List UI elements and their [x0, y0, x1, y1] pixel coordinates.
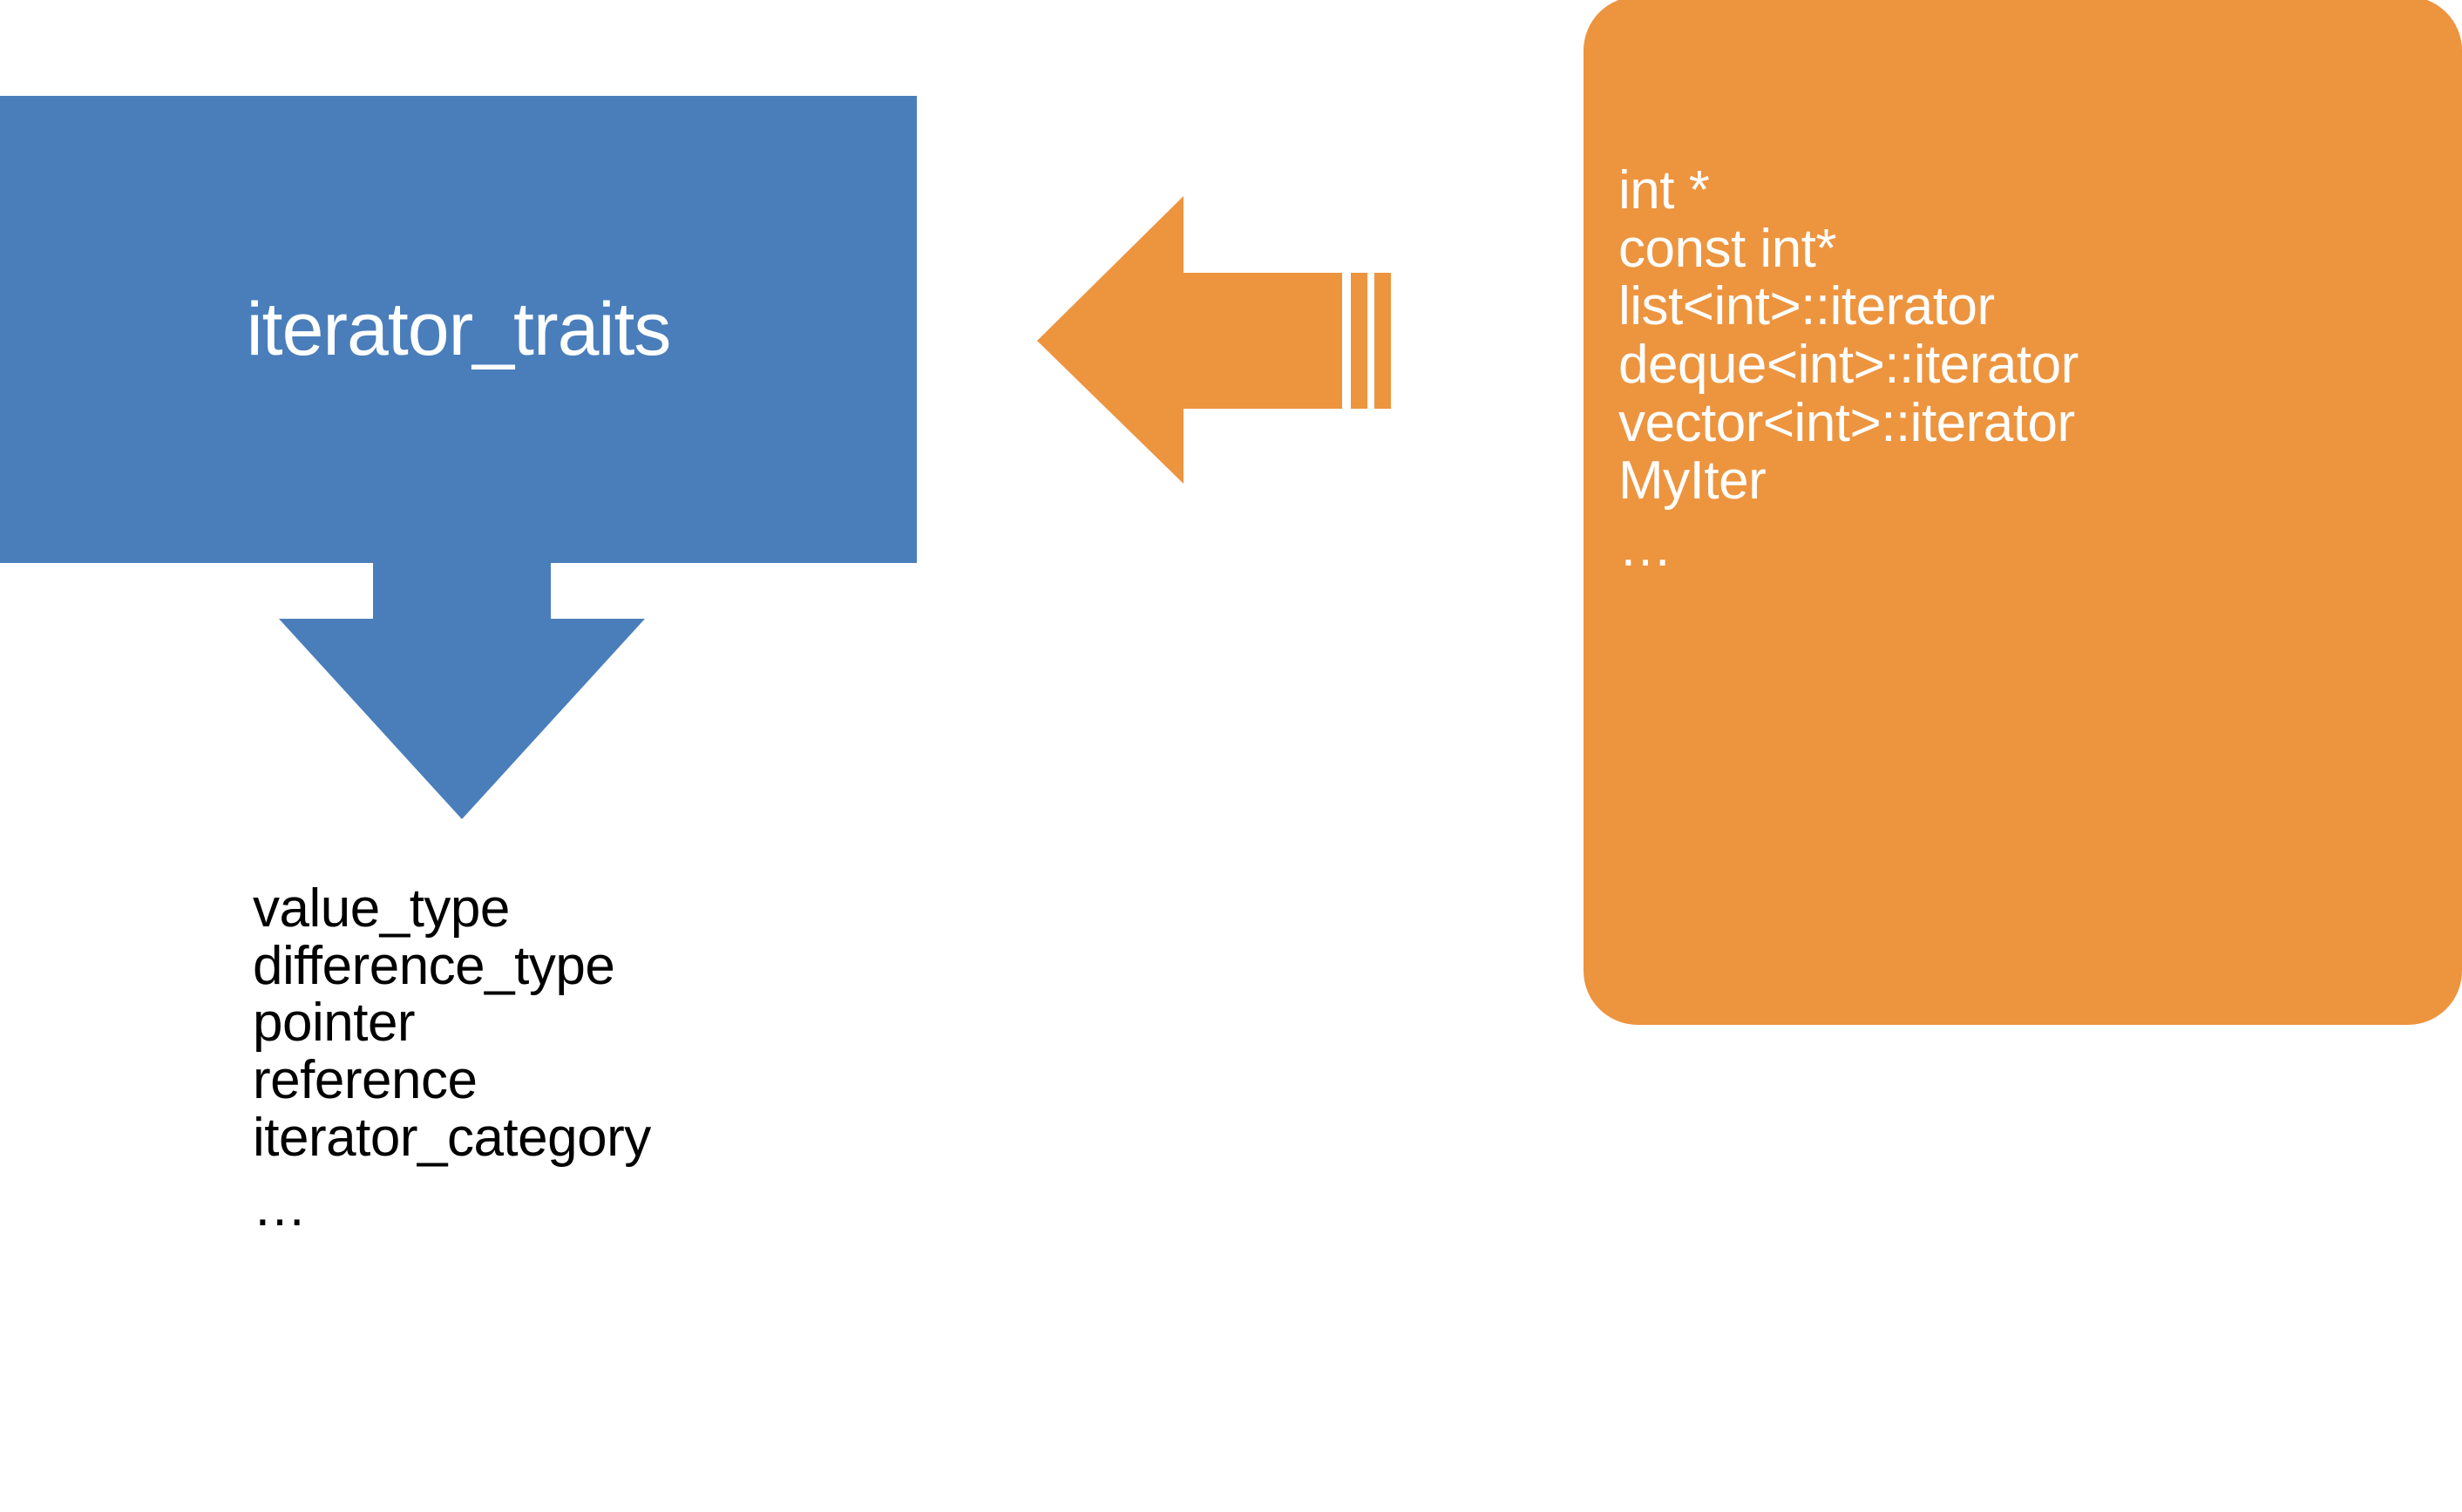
- list-item: MyIter: [1618, 451, 1767, 512]
- list-item: vector<int>::iterator: [1618, 392, 2075, 453]
- traits-members-list: value_type difference_type pointer refer…: [253, 880, 651, 1236]
- source-types-box: int * const int* list<int>::iterator deq…: [1584, 0, 2462, 1025]
- iterator-traits-label: iterator_traits: [246, 287, 672, 371]
- down-arrow-svg: [279, 558, 645, 819]
- iterator-traits-box: iterator_traits: [0, 96, 917, 563]
- list-item: const int*: [1618, 218, 1837, 279]
- list-item: deque<int>::iterator: [1618, 334, 2079, 395]
- down-arrow-icon: [279, 558, 645, 824]
- list-item: difference_type: [253, 935, 615, 996]
- left-arrow-svg: [1037, 196, 1391, 484]
- list-item-ellipsis: …: [253, 1176, 310, 1237]
- list-item: pointer: [253, 993, 416, 1054]
- list-item: iterator_category: [253, 1107, 651, 1168]
- list-item: list<int>::iterator: [1618, 276, 1995, 337]
- list-item: value_type: [253, 878, 510, 939]
- left-arrow-icon: [1037, 196, 1394, 484]
- list-item: int *: [1618, 160, 1710, 220]
- list-item: reference: [253, 1050, 478, 1111]
- source-types-list: int * const int* list<int>::iterator deq…: [1618, 160, 2441, 578]
- list-item-ellipsis: …: [1618, 517, 1676, 578]
